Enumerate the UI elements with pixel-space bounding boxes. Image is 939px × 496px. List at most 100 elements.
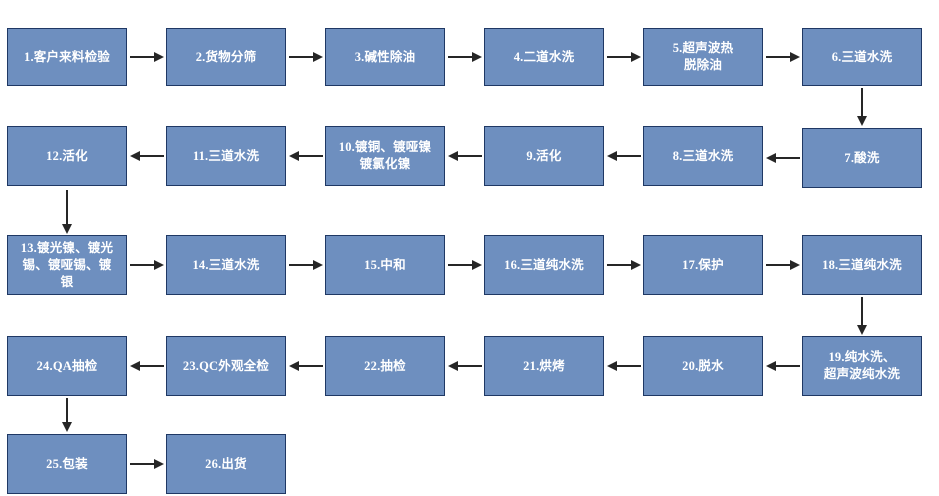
process-node-22[interactable]: 22.抽检 xyxy=(325,336,445,396)
arrow-19-to-20 xyxy=(766,356,800,376)
arrow-shaft xyxy=(861,88,863,117)
arrow-12-to-13 xyxy=(57,190,77,234)
arrow-25-to-26 xyxy=(130,454,164,474)
arrow-2-to-3 xyxy=(289,47,323,67)
process-node-12[interactable]: 12.活化 xyxy=(7,126,127,186)
arrow-shaft xyxy=(130,463,155,465)
arrow-shaft xyxy=(289,264,314,266)
arrow-18-to-19 xyxy=(852,297,872,335)
process-node-7[interactable]: 7.酸洗 xyxy=(802,128,922,188)
arrow-head-icon xyxy=(631,52,641,62)
process-node-14[interactable]: 14.三道水洗 xyxy=(166,235,286,295)
arrow-1-to-2 xyxy=(130,47,164,67)
process-node-11[interactable]: 11.三道水洗 xyxy=(166,126,286,186)
arrow-3-to-4 xyxy=(448,47,482,67)
arrow-shaft xyxy=(616,365,641,367)
arrow-shaft xyxy=(775,365,800,367)
process-node-24[interactable]: 24.QA抽检 xyxy=(7,336,127,396)
arrow-head-icon xyxy=(289,151,299,161)
arrow-head-icon xyxy=(790,260,800,270)
process-node-1[interactable]: 1.客户来料检验 xyxy=(7,28,127,86)
arrow-shaft xyxy=(298,365,323,367)
arrow-head-icon xyxy=(130,361,140,371)
arrow-shaft xyxy=(616,155,641,157)
arrow-shaft xyxy=(457,155,482,157)
arrow-head-icon xyxy=(607,151,617,161)
arrow-head-icon xyxy=(766,153,776,163)
arrow-13-to-14 xyxy=(130,255,164,275)
arrow-head-icon xyxy=(313,260,323,270)
process-node-25[interactable]: 25.包装 xyxy=(7,434,127,494)
process-node-8[interactable]: 8.三道水洗 xyxy=(643,126,763,186)
process-node-5[interactable]: 5.超声波热 脱除油 xyxy=(643,28,763,86)
arrow-20-to-21 xyxy=(607,356,641,376)
arrow-10-to-11 xyxy=(289,146,323,166)
process-node-17[interactable]: 17.保护 xyxy=(643,235,763,295)
arrow-shaft xyxy=(607,56,632,58)
arrow-head-icon xyxy=(766,361,776,371)
process-node-20[interactable]: 20.脱水 xyxy=(643,336,763,396)
arrow-shaft xyxy=(457,365,482,367)
arrow-head-icon xyxy=(154,52,164,62)
arrow-15-to-16 xyxy=(448,255,482,275)
process-node-2[interactable]: 2.货物分筛 xyxy=(166,28,286,86)
arrow-head-icon xyxy=(62,422,72,432)
arrow-head-icon xyxy=(62,224,72,234)
arrow-4-to-5 xyxy=(607,47,641,67)
process-node-26[interactable]: 26.出货 xyxy=(166,434,286,494)
arrow-21-to-22 xyxy=(448,356,482,376)
arrow-8-to-9 xyxy=(607,146,641,166)
arrow-head-icon xyxy=(857,116,867,126)
process-node-10[interactable]: 10.镀铜、镀哑镍 镀氯化镍 xyxy=(325,126,445,186)
process-node-19[interactable]: 19.纯水洗、 超声波纯水洗 xyxy=(802,336,922,396)
arrow-5-to-6 xyxy=(766,47,800,67)
arrow-22-to-23 xyxy=(289,356,323,376)
arrow-shaft xyxy=(139,155,164,157)
arrow-shaft xyxy=(607,264,632,266)
arrow-head-icon xyxy=(631,260,641,270)
arrow-head-icon xyxy=(472,260,482,270)
arrow-head-icon xyxy=(154,260,164,270)
arrow-shaft xyxy=(139,365,164,367)
arrow-head-icon xyxy=(448,361,458,371)
arrow-14-to-15 xyxy=(289,255,323,275)
process-node-6[interactable]: 6.三道水洗 xyxy=(802,28,922,86)
process-node-23[interactable]: 23.QC外观全检 xyxy=(166,336,286,396)
arrow-head-icon xyxy=(857,325,867,335)
process-node-21[interactable]: 21.烘烤 xyxy=(484,336,604,396)
arrow-shaft xyxy=(775,157,800,159)
arrow-16-to-17 xyxy=(607,255,641,275)
arrow-shaft xyxy=(766,264,791,266)
arrow-head-icon xyxy=(154,459,164,469)
process-node-9[interactable]: 9.活化 xyxy=(484,126,604,186)
arrow-shaft xyxy=(448,264,473,266)
process-node-3[interactable]: 3.碱性除油 xyxy=(325,28,445,86)
arrow-17-to-18 xyxy=(766,255,800,275)
arrow-head-icon xyxy=(448,151,458,161)
process-node-4[interactable]: 4.二道水洗 xyxy=(484,28,604,86)
arrow-23-to-24 xyxy=(130,356,164,376)
arrow-head-icon xyxy=(607,361,617,371)
arrow-6-to-7 xyxy=(852,88,872,126)
arrow-shaft xyxy=(766,56,791,58)
arrow-shaft xyxy=(66,190,68,225)
arrow-head-icon xyxy=(472,52,482,62)
arrow-head-icon xyxy=(289,361,299,371)
process-node-18[interactable]: 18.三道纯水洗 xyxy=(802,235,922,295)
arrow-shaft xyxy=(130,264,155,266)
arrow-head-icon xyxy=(313,52,323,62)
arrow-shaft xyxy=(298,155,323,157)
arrow-shaft xyxy=(66,398,68,423)
process-node-15[interactable]: 15.中和 xyxy=(325,235,445,295)
arrow-shaft xyxy=(861,297,863,326)
arrow-head-icon xyxy=(130,151,140,161)
process-node-13[interactable]: 13.镀光镍、镀光 锡、镀哑锡、镀 银 xyxy=(7,235,127,295)
arrow-shaft xyxy=(289,56,314,58)
process-node-16[interactable]: 16.三道纯水洗 xyxy=(484,235,604,295)
arrow-11-to-12 xyxy=(130,146,164,166)
arrow-shaft xyxy=(130,56,155,58)
arrow-7-to-8 xyxy=(766,148,800,168)
arrow-head-icon xyxy=(790,52,800,62)
arrow-shaft xyxy=(448,56,473,58)
